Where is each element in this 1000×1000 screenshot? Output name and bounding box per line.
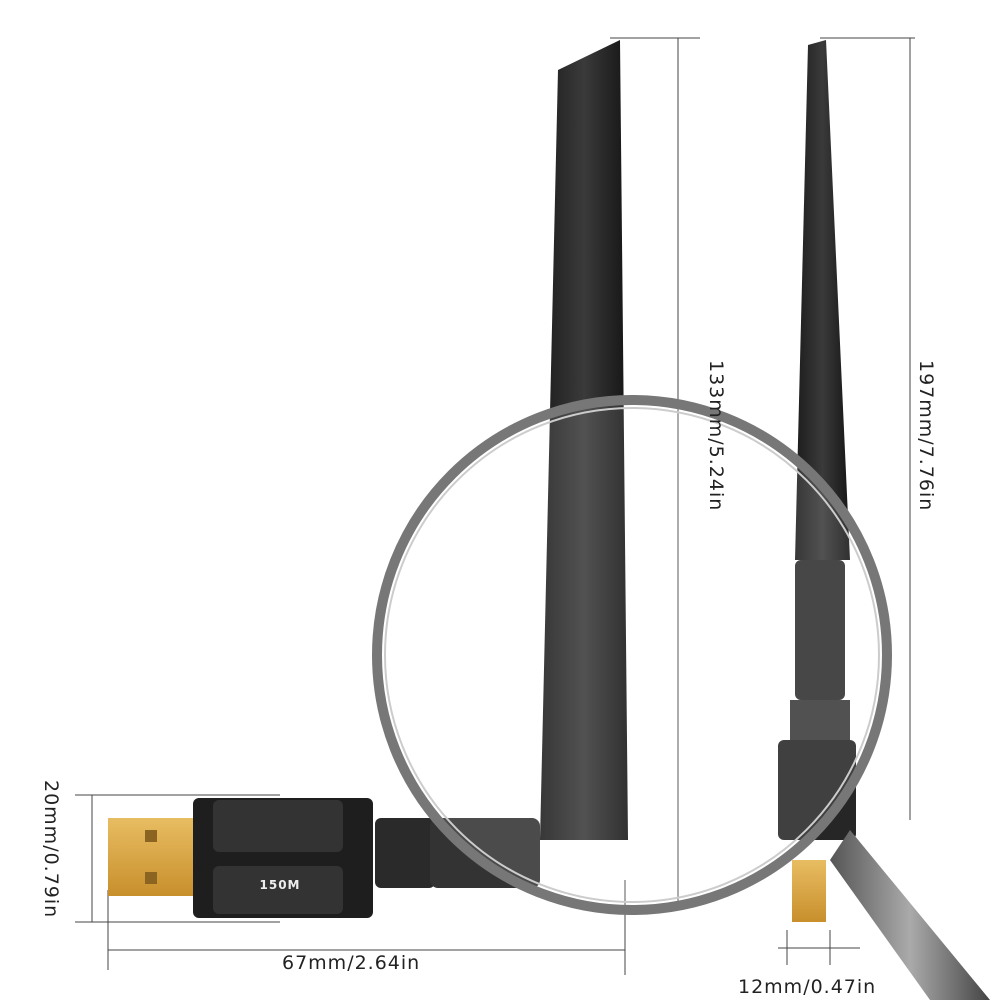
- dimension-length-dongle: 67mm/2.64in: [282, 952, 421, 974]
- device-label: 150M: [259, 878, 301, 892]
- dimension-antenna-total: 197mm/7.76in: [915, 360, 937, 512]
- magnifying-glass-icon: [372, 395, 990, 1000]
- antenna-side: [778, 40, 856, 922]
- dimension-lines: [75, 37, 915, 975]
- antenna-large: [540, 40, 628, 840]
- dimension-height-dongle: 20mm/0.79in: [40, 780, 62, 919]
- dimension-width-connector: 12mm/0.47in: [738, 976, 877, 998]
- dimension-antenna-short: 133mm/5.24in: [705, 360, 727, 512]
